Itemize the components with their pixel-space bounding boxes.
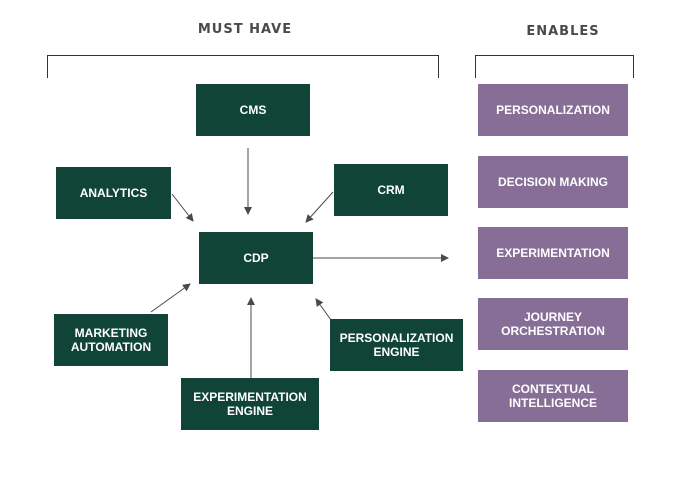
arrow-crm-cdp xyxy=(305,191,334,223)
enables-item-decision-making: DECISION MAKING xyxy=(478,156,628,208)
personalization-engine-label: PERSONALIZATION ENGINE xyxy=(339,331,454,359)
personalization-engine-box: PERSONALIZATION ENGINE xyxy=(330,319,463,371)
must-have-header: MUST HAVE xyxy=(197,22,293,37)
enables-label: DECISION MAKING xyxy=(497,175,608,189)
analytics-label: ANALYTICS xyxy=(79,186,148,200)
enables-item-experimentation: EXPERIMENTATION xyxy=(478,227,628,279)
arrow-marketing-cdp xyxy=(150,283,191,313)
analytics-box: ANALYTICS xyxy=(56,167,171,219)
marketing-automation-box: MARKETING AUTOMATION xyxy=(54,314,168,366)
enables-bracket xyxy=(475,55,634,78)
enables-label: EXPERIMENTATION xyxy=(496,246,610,260)
experimentation-engine-box: EXPERIMENTATION ENGINE xyxy=(181,378,319,430)
cdp-label: CDP xyxy=(243,251,269,265)
enables-header: ENABLES xyxy=(526,24,600,39)
enables-item-journey-orchestration: JOURNEY ORCHESTRATION xyxy=(478,298,628,350)
cdp-box: CDP xyxy=(199,232,313,284)
arrow-analytics-cdp xyxy=(171,193,194,222)
enables-label: JOURNEY ORCHESTRATION xyxy=(501,310,605,338)
enables-label: CONTEXTUAL INTELLIGENCE xyxy=(508,382,597,410)
arrow-personalization-cdp xyxy=(315,298,332,321)
crm-label: CRM xyxy=(377,183,405,197)
cms-box: CMS xyxy=(196,84,310,136)
experimentation-engine-label: EXPERIMENTATION ENGINE xyxy=(193,390,307,418)
marketing-automation-label: MARKETING AUTOMATION xyxy=(70,326,152,354)
cms-label: CMS xyxy=(239,103,267,117)
must-have-bracket xyxy=(47,55,439,78)
enables-item-personalization: PERSONALIZATION xyxy=(478,84,628,136)
enables-label: PERSONALIZATION xyxy=(496,103,610,117)
crm-box: CRM xyxy=(334,164,448,216)
enables-item-contextual-intelligence: CONTEXTUAL INTELLIGENCE xyxy=(478,370,628,422)
